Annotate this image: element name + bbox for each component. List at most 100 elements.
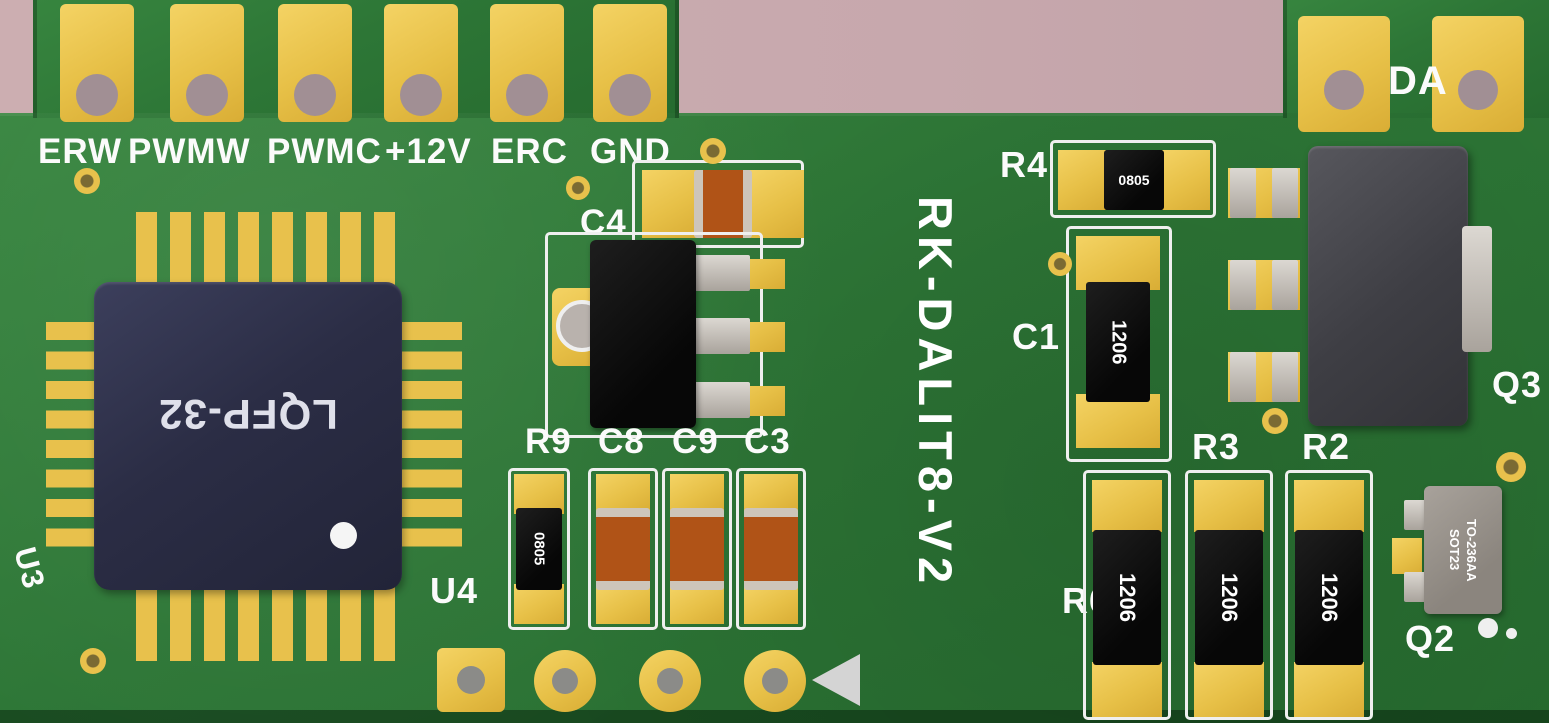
smd-footprint-1 xyxy=(1228,168,1300,218)
bottom-round-pad-hole xyxy=(762,668,788,694)
smd-terminal xyxy=(1230,352,1256,402)
q2-marking-line1: SOT23 xyxy=(1447,529,1462,571)
r9-ref: R9 xyxy=(525,422,572,461)
c1-ref: C1 xyxy=(1012,316,1061,357)
connector-pad-erw xyxy=(60,4,134,122)
r4-ref: R4 xyxy=(1000,144,1049,185)
r3-pad-top xyxy=(1194,480,1264,532)
r2-ref: R2 xyxy=(1302,426,1351,467)
via xyxy=(80,648,106,674)
da-pad-left xyxy=(1298,16,1390,132)
u4-ref: U4 xyxy=(430,570,479,611)
r6-body: 1206 xyxy=(1093,530,1161,665)
connector-hole xyxy=(506,74,548,116)
board-title: RK-DALIT8-V2 xyxy=(909,196,962,590)
bottom-round-pad-hole xyxy=(552,668,578,694)
c8-capacitor-body xyxy=(596,508,650,590)
c1-marking: 1206 xyxy=(1107,319,1130,365)
bottom-square-pad-hole xyxy=(457,666,485,694)
q2-ref: Q2 xyxy=(1405,618,1456,659)
da-ref: DA xyxy=(1388,59,1448,103)
smd-footprint-2 xyxy=(1228,260,1300,310)
connector-pad-pwmw xyxy=(170,4,244,122)
da-hole xyxy=(1324,70,1364,110)
smd-terminal xyxy=(1272,352,1298,402)
smd-terminal xyxy=(1230,260,1256,310)
r2-pad-bottom xyxy=(1294,662,1364,717)
regulator-pin-3 xyxy=(692,382,750,418)
connector-pad-pwmc xyxy=(278,4,352,122)
u3-pin-row-bottom xyxy=(136,585,406,661)
c8-ref: C8 xyxy=(598,422,645,461)
via xyxy=(1048,252,1072,276)
via xyxy=(566,176,590,200)
via xyxy=(700,138,726,164)
bottom-round-pad-hole xyxy=(657,668,683,694)
c1-silkscreen xyxy=(1066,226,1172,462)
c4-capacitor-body xyxy=(694,170,752,238)
connector-label-pwmw: PWMW xyxy=(128,132,251,171)
c3-silkscreen xyxy=(736,468,806,630)
connector-hole xyxy=(76,74,118,116)
q3-body xyxy=(1308,146,1468,426)
r9-marking: 0805 xyxy=(530,532,548,566)
q2-marking-line2: TO-236AA xyxy=(1464,518,1479,582)
c9-pad-bottom xyxy=(670,586,724,624)
c3-capacitor-body xyxy=(744,508,798,590)
via xyxy=(1496,452,1526,482)
r4-marking: 0805 xyxy=(1118,172,1150,188)
da-hole xyxy=(1458,70,1498,110)
r6-marking: 1206 xyxy=(1115,573,1140,622)
via xyxy=(74,168,100,194)
r6-silkscreen xyxy=(1083,470,1171,720)
connector-label-erc: ERC xyxy=(491,132,568,171)
connector-hole xyxy=(609,74,651,116)
c1-pad-bottom xyxy=(1076,394,1160,448)
u3-pin-row-top xyxy=(136,212,406,288)
connector-label-pwmc: PWMC xyxy=(267,132,382,171)
c9-capacitor-body xyxy=(670,508,724,590)
via xyxy=(1262,408,1288,434)
connector-pad-erc xyxy=(490,4,564,122)
c3-ref: C3 xyxy=(744,422,791,461)
u3-package-marking: LQFP-32 xyxy=(158,391,338,439)
r9-pad-top xyxy=(514,474,564,514)
c9-pad-top xyxy=(670,474,724,512)
left-arrow-marker xyxy=(812,654,860,706)
r3-pad-bottom xyxy=(1194,662,1264,717)
c9-silkscreen xyxy=(662,468,732,630)
q3-tab xyxy=(1462,226,1492,352)
bottom-round-pad-1 xyxy=(534,650,596,712)
connector-hole xyxy=(294,74,336,116)
r9-silkscreen xyxy=(508,468,570,630)
r2-marking: 1206 xyxy=(1317,573,1342,622)
u3-pin-col-right xyxy=(398,322,462,556)
connector-hole xyxy=(400,74,442,116)
c4-pad-left xyxy=(642,170,698,238)
test-point-dot xyxy=(1478,618,1498,638)
bottom-square-pad xyxy=(437,648,505,712)
r2-body: 1206 xyxy=(1295,530,1363,665)
pcb-board-top-left-tab xyxy=(33,0,679,118)
r3-body: 1206 xyxy=(1195,530,1263,665)
test-point-dot xyxy=(1506,628,1517,639)
c3-pad-top xyxy=(744,474,798,512)
c1-pad-top xyxy=(1076,236,1160,290)
c4-pad-right xyxy=(748,170,804,238)
c3-pad-bottom xyxy=(744,586,798,624)
smd-terminal xyxy=(1272,260,1298,310)
r4-silkscreen xyxy=(1050,140,1216,218)
q2-pad-left xyxy=(1392,538,1422,574)
regulator-body xyxy=(590,240,696,428)
connector-hole xyxy=(186,74,228,116)
connector-label-gnd: GND xyxy=(590,132,671,171)
r6-pad-bottom xyxy=(1092,662,1162,717)
r3-silkscreen xyxy=(1185,470,1273,720)
q2-body: SOT23 TO-236AA xyxy=(1424,486,1502,614)
r9-pad-bottom xyxy=(514,584,564,624)
da-pad-right xyxy=(1432,16,1524,132)
r4-pad-right xyxy=(1162,150,1210,210)
connector-pad-12v xyxy=(384,4,458,122)
r2-pad-top xyxy=(1294,480,1364,532)
